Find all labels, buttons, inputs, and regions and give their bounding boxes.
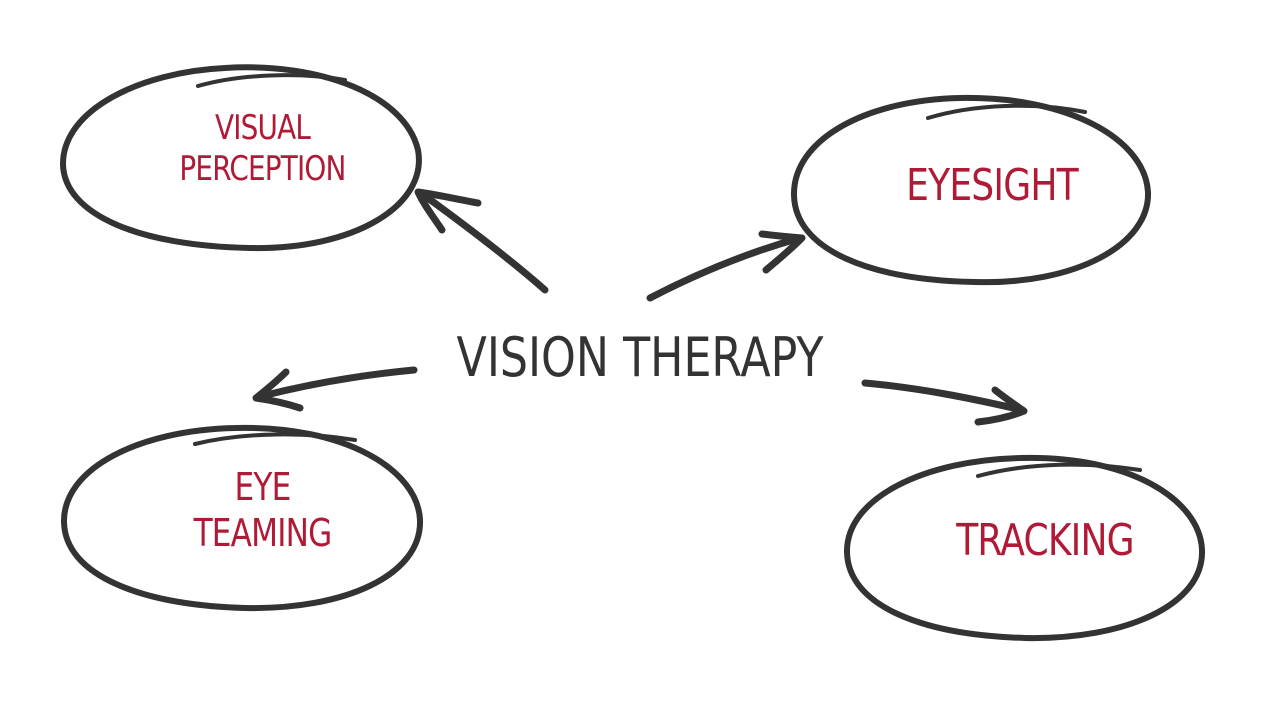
node-eyesight-label: EYESIGHT bbox=[906, 160, 1079, 211]
ellipse-eye-teaming bbox=[60, 424, 424, 612]
node-eyesight: EYESIGHT bbox=[885, 160, 1098, 213]
ellipse-tracking bbox=[843, 454, 1206, 642]
arrow-to-visual-perception bbox=[414, 188, 549, 294]
node-visual-perception-line1: VISUAL bbox=[214, 108, 311, 148]
node-eye-teaming-line2: TEAMING bbox=[193, 510, 333, 555]
node-tracking: TRACKING bbox=[938, 515, 1151, 568]
center-node-vision-therapy: VISION THERAPY bbox=[451, 326, 828, 391]
ellipse-eyesight bbox=[790, 94, 1152, 286]
node-visual-perception-line2: PERCEPTION bbox=[179, 148, 346, 189]
node-tracking-label: TRACKING bbox=[956, 515, 1134, 566]
arrow-to-eyesight bbox=[646, 230, 806, 302]
node-visual-perception: VISUAL PERCEPTION bbox=[170, 108, 355, 190]
node-eye-teaming: EYE TEAMING bbox=[170, 465, 355, 556]
arrow-to-tracking bbox=[861, 379, 1028, 426]
ellipse-visual-perception bbox=[59, 64, 422, 252]
center-node-label: VISION THERAPY bbox=[456, 326, 824, 389]
arrow-to-eye-teaming bbox=[252, 366, 418, 412]
node-eye-teaming-line1: EYE bbox=[234, 465, 292, 509]
